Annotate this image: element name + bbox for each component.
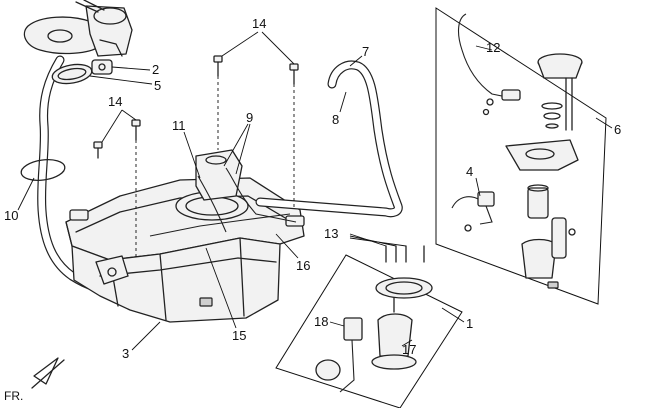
front-label: FR.	[4, 389, 23, 403]
front-direction-arrow-icon	[31, 357, 65, 389]
callout-14-left: 14	[108, 94, 122, 109]
bolt-14-top-a	[213, 55, 223, 150]
leader-7	[349, 55, 363, 67]
callout-4: 4	[466, 164, 473, 179]
callout-6: 6	[614, 122, 621, 137]
hose-clamp-10	[20, 158, 66, 182]
leader-2	[111, 66, 151, 71]
leader-14b-2	[261, 31, 295, 65]
leader-3	[131, 321, 161, 351]
callout-5: 5	[154, 78, 161, 93]
filler-cap-assembly	[23, 0, 133, 57]
fuel-pump-assembly-frame	[435, 7, 607, 305]
callout-1: 1	[466, 316, 473, 331]
callout-15: 15	[232, 328, 246, 343]
callout-14-top: 14	[252, 16, 266, 31]
leader-5	[89, 75, 153, 85]
callout-2: 2	[152, 62, 159, 77]
callout-17: 17	[402, 342, 416, 357]
fuel-sender-frame	[275, 254, 463, 408]
wire-harness-12	[457, 13, 513, 99]
fuel-tank	[65, 149, 305, 323]
leader-11	[183, 131, 201, 179]
callout-13: 13	[324, 226, 338, 241]
leader-16	[275, 233, 299, 259]
leader-4	[475, 177, 481, 197]
callout-9: 9	[246, 110, 253, 125]
leader-15	[205, 247, 237, 329]
leader-14a-2	[121, 109, 137, 121]
callout-16: 16	[296, 258, 310, 273]
leader-6	[595, 117, 613, 129]
leader-8	[339, 91, 347, 113]
fuel-sender-unit	[315, 245, 433, 393]
leader-10	[17, 177, 35, 211]
bolt-14-top-b	[289, 63, 299, 210]
breather-hose	[255, 60, 403, 218]
bolt-14-left-a	[93, 141, 103, 159]
callout-8: 8	[332, 112, 339, 127]
vent-pipe-11	[197, 175, 227, 233]
neck-fitting-2	[91, 59, 113, 75]
vent-pipe-15	[149, 213, 291, 237]
leader-1	[441, 307, 465, 323]
leader-13-3	[349, 237, 407, 247]
vent-pipe-9	[225, 167, 297, 223]
callout-10: 10	[4, 208, 18, 223]
callout-3: 3	[122, 346, 129, 361]
callout-18: 18	[314, 314, 328, 329]
leader-14a-1	[101, 109, 123, 143]
callout-7: 7	[362, 44, 369, 59]
leader-9-1	[223, 123, 249, 167]
callout-12: 12	[486, 40, 500, 55]
leader-14b-1	[221, 31, 259, 57]
leader-12	[475, 45, 493, 51]
leader-9-2	[235, 123, 251, 175]
callout-11: 11	[172, 118, 186, 133]
leader-17	[401, 339, 413, 347]
fuel-pump-assembly	[451, 13, 583, 289]
leader-18	[329, 321, 345, 327]
bolt-14-left-b	[131, 119, 141, 260]
